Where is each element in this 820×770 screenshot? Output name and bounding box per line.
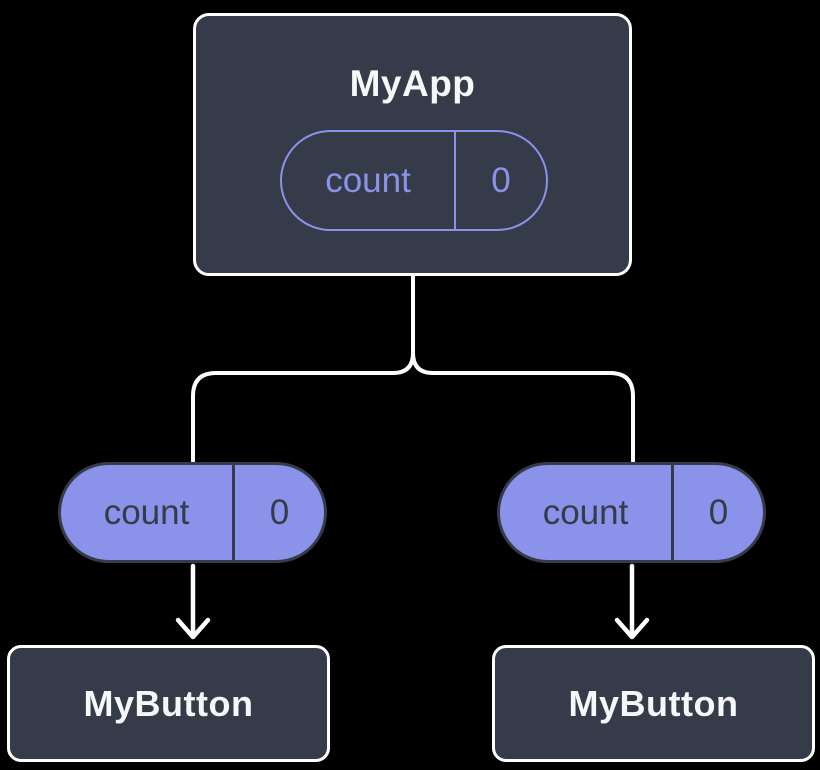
prop-pill-left-value: 0 [269,492,290,532]
child-node-mybutton-left: MyButton [7,645,330,762]
branch-left-line [191,275,415,463]
arrow-down-left-icon [175,563,211,640]
root-node-myapp: MyApp count 0 [193,13,632,276]
branch-right-line [411,275,635,463]
child-node-right-title: MyButton [568,682,739,724]
child-node-mybutton-right: MyButton [492,645,815,762]
arrow-down-right-icon [614,563,650,640]
state-pill-name: count [282,132,456,229]
child-node-left-title: MyButton [83,682,254,724]
prop-pill-right: count 0 [497,462,766,563]
prop-pill-left: count 0 [58,462,327,563]
state-pill-value: 0 [491,160,511,200]
prop-pill-left-name: count [61,465,235,560]
state-pill: count 0 [280,130,548,231]
prop-pill-right-value: 0 [708,492,729,532]
root-node-title: MyApp [349,63,476,104]
prop-pill-right-name: count [500,465,674,560]
